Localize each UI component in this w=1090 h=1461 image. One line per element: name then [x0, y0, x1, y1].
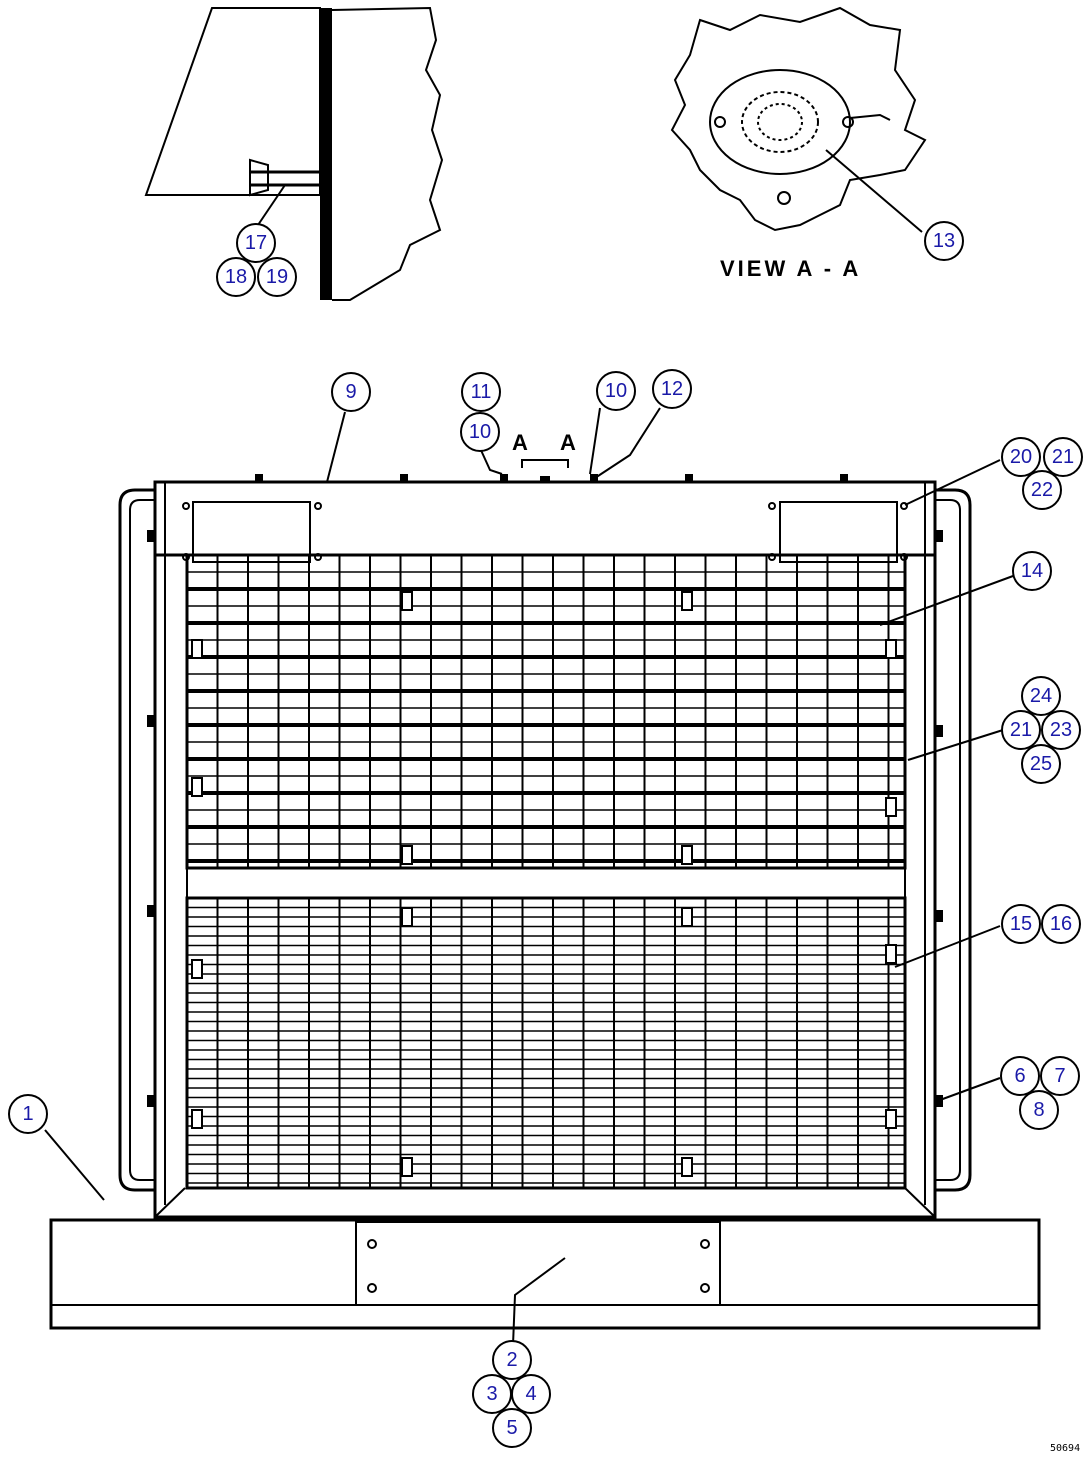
callout-7: 7	[1040, 1056, 1080, 1096]
svg-text:23: 23	[1050, 719, 1072, 741]
callout-20: 20	[1001, 437, 1041, 477]
svg-text:8: 8	[1033, 1099, 1044, 1121]
svg-text:17: 17	[245, 232, 267, 254]
svg-text:12: 12	[661, 378, 683, 400]
callout-21-mid: 21	[1001, 710, 1041, 750]
callout-2: 2	[492, 1340, 532, 1380]
svg-text:22: 22	[1031, 479, 1053, 501]
callout-11: 11	[461, 372, 501, 412]
svg-text:13: 13	[933, 230, 955, 252]
svg-text:21: 21	[1010, 719, 1032, 741]
callout-12: 12	[652, 369, 692, 409]
svg-text:10: 10	[469, 421, 491, 443]
callout-4: 4	[511, 1374, 551, 1414]
svg-text:10: 10	[605, 380, 627, 402]
svg-text:1: 1	[22, 1103, 33, 1125]
svg-text:25: 25	[1030, 753, 1052, 775]
view-a-a-label: VIEW A - A	[720, 256, 861, 281]
svg-text:4: 4	[525, 1383, 536, 1405]
leader-lines	[44, 407, 1014, 1346]
callout-13: 13	[924, 221, 964, 261]
svg-text:16: 16	[1050, 913, 1072, 935]
svg-text:18: 18	[225, 266, 247, 288]
callout-10-right: 10	[596, 371, 636, 411]
callout-24: 24	[1021, 676, 1061, 716]
svg-text:9: 9	[345, 381, 356, 403]
svg-text:7: 7	[1054, 1065, 1065, 1087]
callout-23: 23	[1041, 710, 1081, 750]
section-mark-left: A	[512, 430, 528, 455]
radiator-guard	[49, 459, 1041, 1330]
svg-text:24: 24	[1030, 685, 1052, 707]
callout-6: 6	[1000, 1056, 1040, 1096]
callout-1: 1	[8, 1094, 48, 1134]
callout-17: 17	[236, 223, 276, 263]
callout-8: 8	[1019, 1090, 1059, 1130]
svg-text:3: 3	[486, 1383, 497, 1405]
callout-25: 25	[1021, 744, 1061, 784]
callout-5: 5	[492, 1408, 532, 1448]
callout-21-top: 21	[1043, 437, 1083, 477]
callout-14: 14	[1012, 551, 1052, 591]
callout-19: 19	[257, 257, 297, 297]
svg-text:11: 11	[471, 381, 492, 403]
svg-text:6: 6	[1014, 1065, 1025, 1087]
callout-15: 15	[1001, 904, 1041, 944]
svg-text:15: 15	[1010, 913, 1032, 935]
svg-text:14: 14	[1021, 560, 1043, 582]
svg-text:2: 2	[506, 1349, 517, 1371]
figure-id: 50694	[1050, 1443, 1080, 1454]
svg-text:5: 5	[506, 1417, 517, 1439]
detail-view-a-a	[670, 6, 927, 233]
callout-10-left: 10	[460, 412, 500, 452]
upper-screen-mesh	[187, 555, 905, 868]
callout-18: 18	[216, 257, 256, 297]
callout-9: 9	[331, 372, 371, 412]
callout-3: 3	[472, 1374, 512, 1414]
detail-side-view	[144, 6, 444, 301]
svg-text:20: 20	[1010, 446, 1032, 468]
callout-22: 22	[1022, 470, 1062, 510]
svg-text:21: 21	[1052, 446, 1074, 468]
svg-text:19: 19	[266, 266, 288, 288]
section-mark-right: A	[560, 430, 576, 455]
callout-16: 16	[1041, 904, 1081, 944]
lower-screen-mesh	[187, 898, 905, 1188]
